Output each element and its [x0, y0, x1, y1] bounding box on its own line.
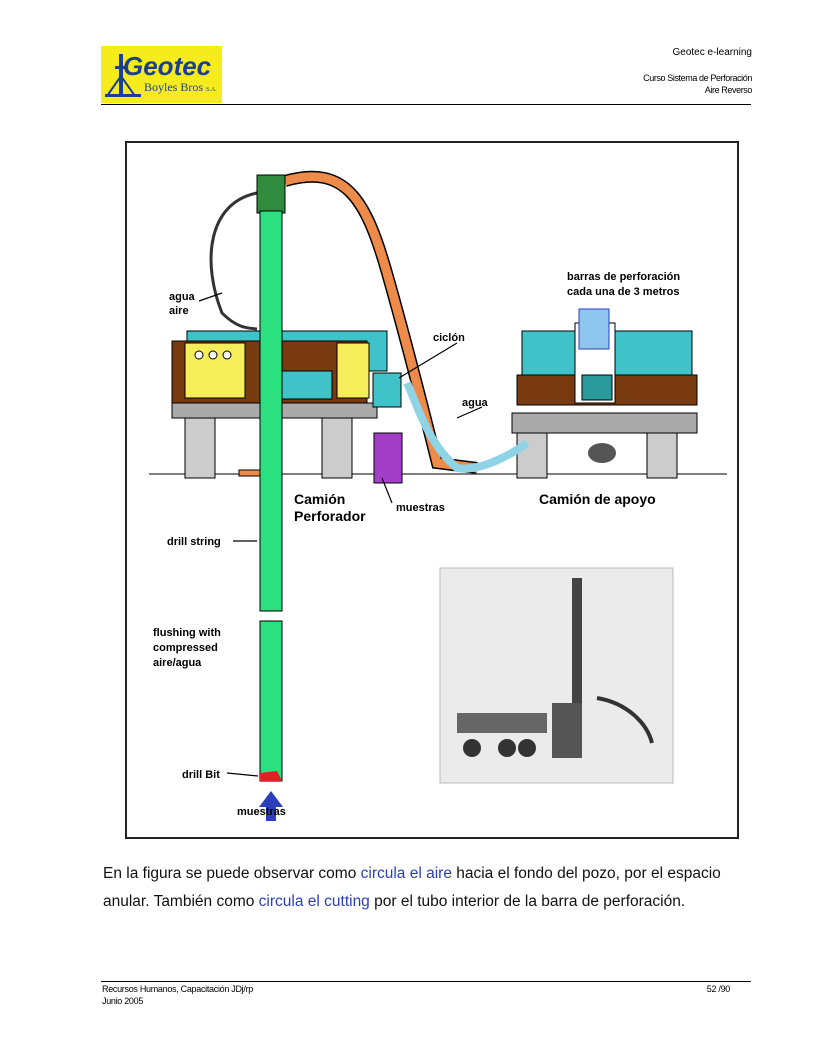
label-flushing-3: aire/agua	[153, 657, 202, 669]
logo-wordmark: Geotec	[123, 51, 212, 81]
water-hose	[403, 381, 530, 473]
highlight-air: circula el aire	[360, 865, 452, 882]
label-drill-string: drill string	[167, 536, 221, 548]
support-truck	[511, 308, 698, 479]
geotec-logo: Geotec Boyles Bros S.A.	[101, 46, 222, 103]
label-ciclon: ciclón	[433, 332, 465, 344]
drill-rods	[578, 308, 610, 350]
label-barras-1: barras de perforación	[567, 271, 680, 283]
logo-subtext: Boyles Bros S.A.	[144, 80, 217, 94]
drill-truck	[171, 330, 388, 479]
air-line	[209, 191, 258, 331]
label-camion-perforador-1: Camión	[294, 491, 345, 507]
header-topic: Aire Reverso	[704, 85, 753, 95]
return-hose-outline	[283, 170, 478, 474]
sample-bucket	[373, 432, 403, 484]
drill-rig-photo	[439, 567, 674, 784]
label-muestras-bottom: muestras	[237, 806, 286, 818]
header-site: Geotec e-learning	[672, 47, 753, 58]
label-agua-aire-1: agua	[169, 291, 196, 303]
label-flushing-2: compressed	[153, 642, 218, 654]
label-flushing-1: flushing with	[153, 627, 221, 639]
drill-string-pipe	[259, 210, 283, 612]
drilling-diagram: agua aire ciclón barras de perforación c…	[149, 170, 727, 821]
label-camion-apoyo: Camión de apoyo	[539, 491, 656, 507]
header-course: Curso Sistema de Perforación	[643, 73, 752, 83]
footer-date: Junio 2005	[102, 996, 144, 1006]
cyclone	[372, 372, 402, 408]
drill-string-pipe-lower	[259, 620, 283, 782]
footer-divider	[101, 981, 751, 982]
drill-bit-icon	[260, 771, 282, 781]
header-divider	[101, 104, 751, 105]
reverse-air-drilling-figure: agua aire ciclón barras de perforación c…	[125, 141, 739, 839]
label-agua: agua	[462, 397, 489, 409]
label-agua-aire-2: aire	[169, 305, 189, 317]
label-barras-2: cada una de 3 metros	[567, 286, 680, 298]
footer-dept: Recursos Humanos, Capacitación JDj/rp	[102, 984, 253, 994]
pointer-arrows	[198, 292, 483, 777]
label-drill-bit: drill Bit	[182, 769, 220, 781]
return-hose	[283, 172, 478, 473]
highlight-cutting: circula el cutting	[258, 893, 370, 910]
page-number: 52 /90	[706, 984, 731, 994]
drill-rig-logo-icon	[105, 54, 141, 97]
up-arrow-icon	[259, 791, 283, 821]
swivel-head	[256, 174, 286, 214]
label-camion-perforador-2: Perforador	[294, 508, 366, 524]
label-muestras-top: muestras	[396, 502, 445, 514]
figure-description: En la figura se puede observar como circ…	[103, 865, 721, 910]
